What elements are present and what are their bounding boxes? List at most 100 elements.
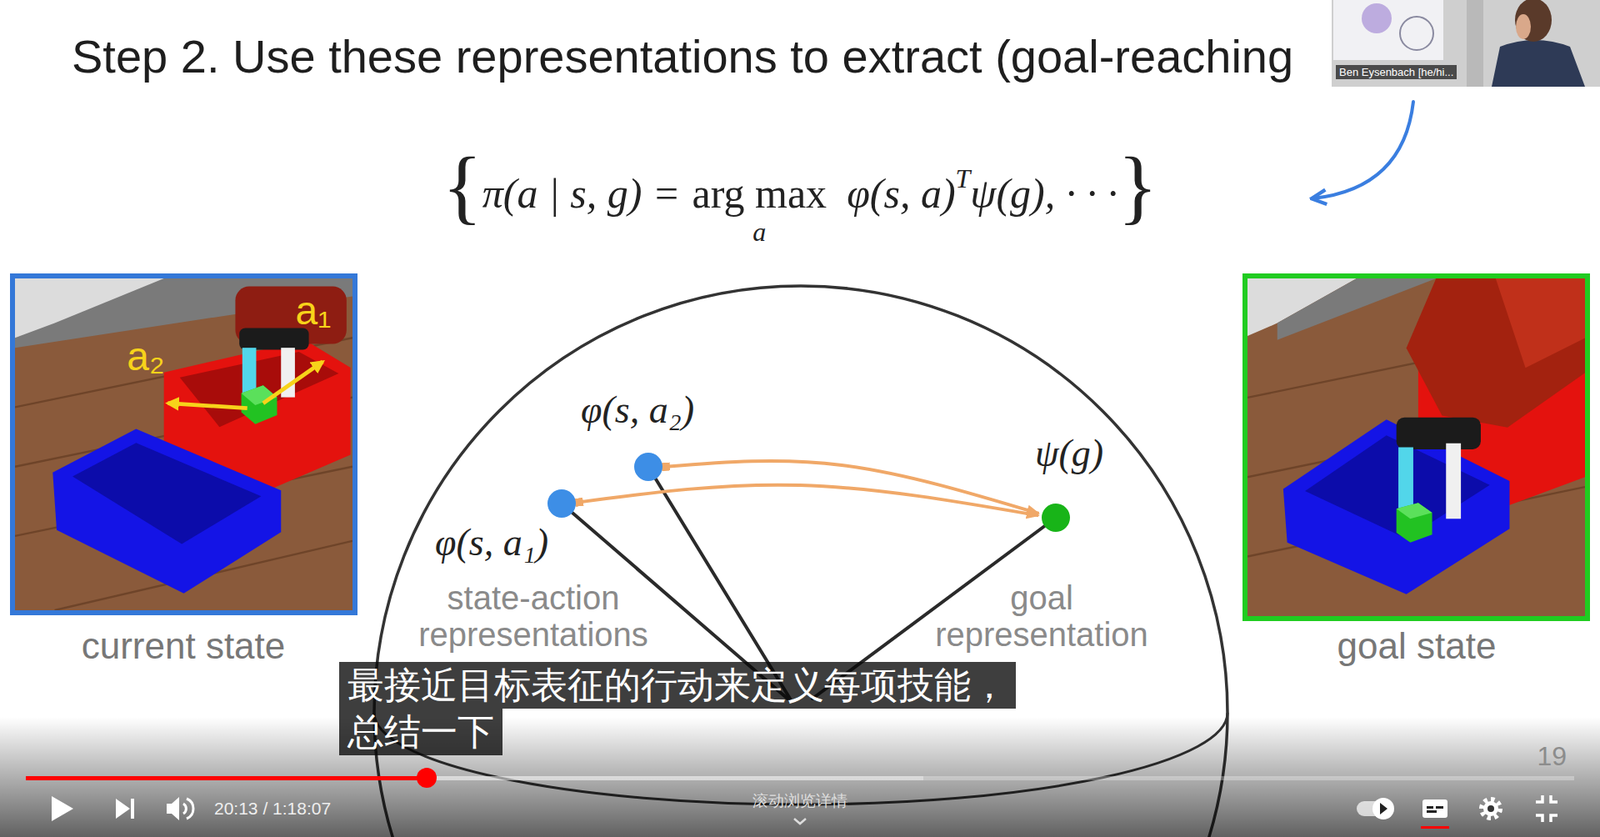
speaker-head: [1515, 0, 1552, 42]
controls-shade: [0, 716, 1600, 837]
state-action-point: φ(s, a₂): [634, 452, 663, 481]
autoplay-knob: [1372, 797, 1395, 820]
image-caption: current state: [81, 625, 286, 668]
formula-text: π(a | s, g) =: [482, 168, 681, 219]
wall-edge: [1466, 0, 1484, 87]
region-label: state-action representations: [395, 579, 671, 653]
volume-icon: [166, 796, 180, 820]
icon-corner: [1535, 815, 1543, 822]
label-slot: a: [752, 218, 766, 245]
formula-subscript: a: [752, 218, 766, 245]
title-slot: Step 2. Use these representations to ext…: [71, 30, 1294, 84]
slide-number: 19: [1536, 741, 1567, 771]
text-slot: state-action representations: [395, 579, 671, 653]
robot-wrist: [1396, 417, 1481, 450]
captions-icon: [1422, 799, 1448, 818]
webcam-inset: [1331, 0, 1600, 87]
formula-text: ψ(g), · · ·: [970, 168, 1118, 219]
video-time: 20:13 / 1:18:07: [214, 797, 331, 820]
settings-teeth: [1481, 799, 1500, 818]
label-slot: ψ(g), · · ·: [970, 168, 1118, 219]
label-slot: {: [442, 138, 483, 222]
settings-hole: [1487, 805, 1495, 812]
speaker-face: [1515, 14, 1531, 40]
point-label: ψ(g): [1035, 431, 1104, 476]
green-cube: [1396, 502, 1433, 543]
goal-point: ψ(g): [1041, 503, 1070, 532]
representation-arrow: [579, 485, 1039, 516]
subtitle-line: 最接近目标表征的行动来定义每项技能，: [339, 661, 1016, 709]
label-slot: a₁: [295, 287, 332, 334]
goal-state-frame: goal state: [1242, 273, 1590, 621]
progress-buffer: [25, 775, 924, 780]
pointer-arrow: [1313, 101, 1414, 199]
image-caption: goal state: [1337, 625, 1497, 668]
label-slot: Ben Eysenbach [he/hi...: [1335, 64, 1457, 80]
slide-blob: [1361, 3, 1392, 34]
text-slot: goal representation: [912, 579, 1171, 653]
projected-slide: [1333, 0, 1444, 60]
text-slot: current state: [81, 625, 286, 668]
icon-corner: [1535, 795, 1543, 802]
action-label: a₁: [295, 287, 332, 334]
region-label: goal representation: [912, 579, 1171, 653]
label-slot: 19: [1536, 741, 1567, 771]
slide-title: Step 2. Use these representations to ext…: [71, 30, 1294, 84]
volume-wave: [186, 798, 194, 819]
formula-operator: arg max: [692, 168, 828, 219]
settings-icon: [1483, 800, 1499, 816]
point-label: φ(s, a₂): [580, 388, 695, 433]
wood-grain: [15, 337, 353, 610]
captions-underline: [1420, 825, 1450, 829]
label-slot: φ(s, a): [846, 168, 955, 219]
representation-arrow: [665, 460, 1040, 514]
label-slot: 最接近目标表征的行动来定义每项技能，: [339, 661, 1016, 709]
red-bin-inside: [180, 351, 340, 427]
gripper-finger: [1445, 443, 1461, 520]
wall-stripe: [15, 278, 165, 338]
progress-knob: [416, 767, 437, 788]
label-slot: 20:13 / 1:18:07: [214, 797, 331, 820]
wall-shade: [1277, 278, 1437, 340]
state-action-point: φ(s, a₁): [547, 489, 576, 518]
robot-arm: [1406, 278, 1585, 428]
formula: {π(a | s, g) =arg maxa φ(s, a)Tψ(g), · · …: [0, 138, 1600, 245]
wood-floor: [15, 278, 353, 610]
label-slot: T: [955, 182, 971, 215]
formula-brace: }: [1117, 145, 1158, 229]
fullscreen-exit-icon: [1535, 795, 1558, 822]
captions-line: [1426, 805, 1434, 809]
autoplay-icon: [1380, 802, 1388, 815]
formula-argmax: arg maxa: [692, 168, 828, 245]
formula-text: φ(s, a): [846, 168, 955, 219]
blue-bin: [52, 429, 281, 594]
wood-floor: [1247, 278, 1585, 616]
point-label: φ(s, a₁): [435, 520, 549, 565]
blue-bin-inside: [72, 442, 261, 544]
scroll-hint: 滚动浏览详情: [752, 789, 848, 811]
slide-circle: [1400, 16, 1434, 50]
subtitle-line: 总结一下: [339, 708, 503, 755]
action-arrow: [263, 361, 323, 404]
captions-line: [1426, 810, 1437, 813]
icon-corner: [1550, 795, 1558, 802]
label-slot: }: [1117, 138, 1158, 222]
action-label: a₂: [126, 333, 165, 380]
label-slot: 滚动浏览详情: [752, 789, 848, 811]
text-slot: φ(s, a₂): [580, 388, 695, 433]
formula-superscript: T: [955, 162, 971, 195]
text-slot: goal state: [1337, 625, 1497, 668]
text-slot: φ(s, a₁): [435, 520, 549, 565]
next-icon: [115, 798, 130, 819]
speaker-name-tag: Ben Eysenbach [he/hi...: [1335, 65, 1457, 80]
volume-wave: [183, 803, 186, 814]
webcam-background: [1331, 0, 1600, 87]
progress-played: [25, 775, 427, 780]
label-slot: π(a | s, g) =: [482, 168, 681, 219]
label-slot: arg max: [692, 168, 828, 219]
label-slot: 总结一下: [339, 708, 503, 755]
formula-brace: {: [442, 145, 483, 229]
